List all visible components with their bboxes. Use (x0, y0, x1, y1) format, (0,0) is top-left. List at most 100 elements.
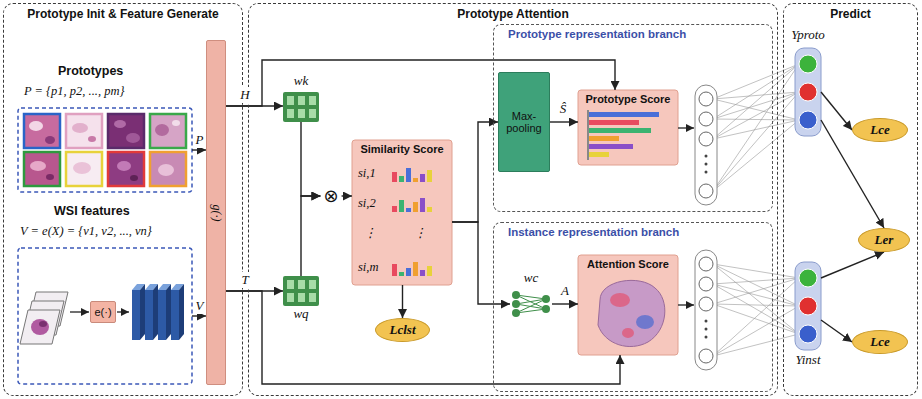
fc-connections (713, 92, 799, 99)
similarity-chart (406, 168, 411, 182)
prototype-tiles (88, 136, 96, 142)
wsi-slides (39, 321, 47, 327)
prototype-tiles (155, 124, 169, 136)
weight-matrix-icon (298, 280, 305, 289)
neuron-column (699, 277, 713, 291)
panel-title: Prototype Attention (249, 8, 777, 22)
fc-connections (713, 284, 799, 334)
fc-connections (713, 92, 799, 119)
prototype-tiles (72, 123, 88, 133)
connector (301, 196, 320, 276)
formula: V = e(X) = {v1, v2, ..., vn} (20, 224, 152, 238)
score-label: si,2 (358, 196, 376, 210)
similarity-chart (399, 200, 404, 212)
symbol-label: wk (259, 74, 343, 89)
similarity-chart (427, 170, 432, 182)
encoder-box: e(·) (90, 301, 116, 323)
attention-heatmap (678, 304, 694, 305)
prototype-score-chart (578, 90, 694, 165)
classifier-icon (516, 309, 546, 313)
similarity-chart (413, 178, 418, 182)
edge-label: V (195, 298, 205, 314)
fc-connections (713, 304, 799, 334)
classifier-icon (516, 295, 546, 309)
prototype-tiles (66, 152, 102, 186)
edge-label: H (239, 87, 250, 103)
weight-matrix-icon (309, 293, 316, 302)
fc-connections (713, 64, 799, 99)
section-panel: Prototype Attentionwkwq⊗Similarity Score… (248, 3, 778, 396)
prototype-tiles (114, 120, 126, 128)
projection-bar: g(·) (206, 40, 226, 385)
similarity-chart (352, 140, 452, 285)
output-vector-box (795, 262, 821, 350)
attention-heatmap (636, 315, 654, 329)
fc-connections (713, 284, 799, 306)
output-vector: Yproto (795, 48, 821, 136)
weight-matrix-icon (309, 280, 316, 289)
wsi-slides (70, 311, 89, 312)
pooling-box: Max-pooling (498, 72, 550, 172)
box-title: Attention Score (578, 258, 678, 271)
wsi-slides (18, 248, 192, 384)
prototype-score-chart (589, 144, 633, 149)
prototype-score-chart (589, 128, 651, 133)
neuron-column (695, 85, 717, 370)
edge-label: A (560, 283, 570, 299)
fc-connections (713, 92, 799, 191)
classifier-icon (542, 295, 550, 303)
prototype-tiles (108, 114, 144, 148)
prototype-tiles (108, 152, 144, 186)
weight-matrix-icon (283, 92, 319, 122)
similarity-chart (427, 207, 432, 212)
similarity-chart (420, 270, 425, 276)
neuron-column (695, 250, 717, 370)
connector (821, 92, 852, 130)
weight-matrix-icon (298, 109, 305, 118)
weight-matrix: wk (283, 92, 319, 122)
prototype-tiles (158, 164, 174, 176)
box-label: g(·) (209, 204, 223, 221)
branch-title: Prototype representation branch (508, 28, 686, 41)
fc-connections (713, 304, 799, 306)
connector (226, 60, 615, 106)
group-title: Prototypes (58, 64, 123, 78)
edge-label: P (195, 132, 205, 148)
wsi-slides (20, 310, 60, 344)
loss-ellipse: Lce (852, 330, 908, 354)
prototype-tiles (117, 161, 131, 171)
similarity-chart (392, 264, 397, 276)
weight-matrix-icon (287, 96, 294, 105)
neuron-column (699, 92, 713, 106)
fc-connections (713, 306, 799, 356)
output-vector-box (799, 55, 817, 73)
neuron-column (705, 336, 708, 339)
classifier-icon (512, 291, 520, 299)
output-vector-box (795, 48, 821, 350)
similarity-chart (420, 198, 425, 212)
formula: P = {p1, p2, ..., pm} (24, 84, 125, 98)
symbol-label: Yinst (771, 353, 845, 368)
box-label: Max-pooling (499, 110, 549, 134)
connector (821, 252, 884, 278)
output-vector-box (799, 83, 817, 101)
attention-heatmap (610, 293, 630, 307)
output-vector: Yinst (795, 262, 821, 350)
attention-heatmap (598, 280, 665, 346)
fc-connections (713, 264, 799, 278)
fc-connections (713, 334, 799, 356)
loss-label: Ler (875, 233, 894, 248)
connector (226, 291, 620, 384)
similarity-chart (392, 172, 397, 182)
feature-stack (132, 284, 184, 340)
prototype-tiles (73, 162, 91, 174)
fc-connections (713, 64, 799, 119)
edge-label: Ŝ (559, 101, 568, 117)
feature-stack (179, 284, 184, 340)
similarity-chart (399, 176, 404, 182)
attention-heatmap (578, 255, 694, 355)
similarity-chart (427, 266, 432, 276)
fc-connections (713, 64, 799, 191)
section-panel: Prototype Init & Feature GeneratePrototy… (3, 3, 243, 396)
loss-label: Lclst (390, 323, 416, 338)
